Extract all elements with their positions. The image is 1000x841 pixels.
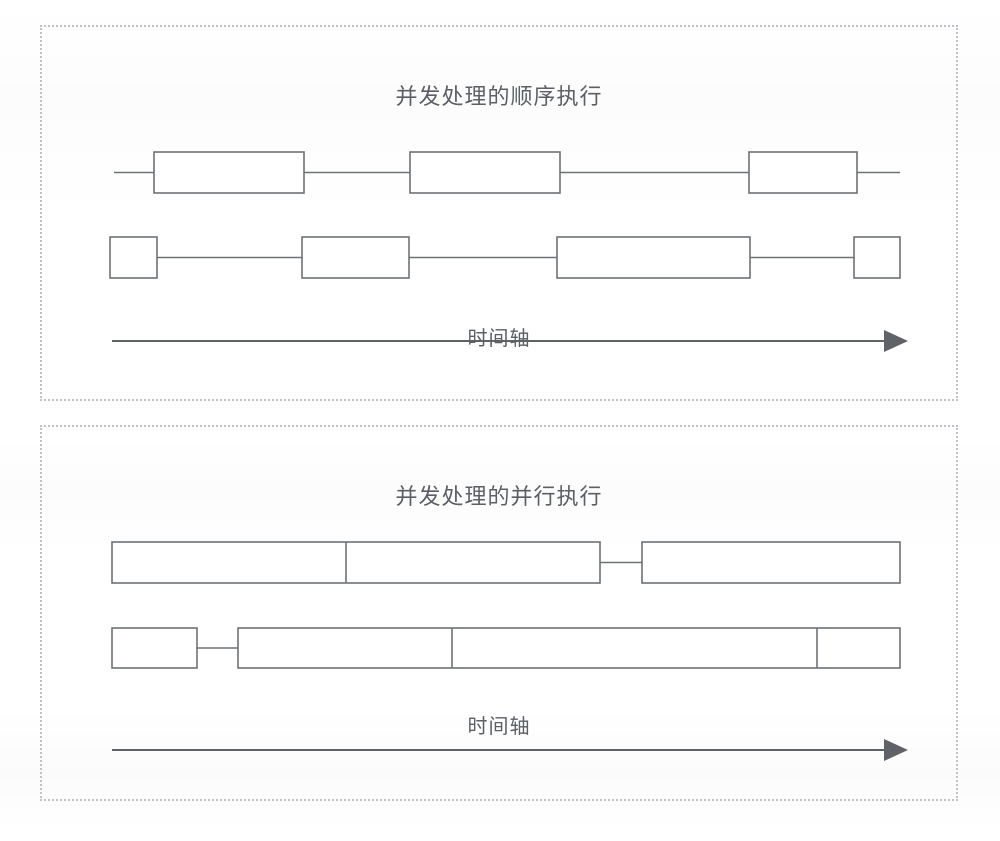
task-group[interactable] [111, 627, 198, 669]
task-box[interactable] [109, 236, 158, 279]
arrow-right-icon [884, 739, 908, 761]
task-box[interactable] [556, 236, 751, 279]
task-box[interactable] [853, 236, 901, 279]
panel-sequential-title: 并发处理的顺序执行 [395, 85, 603, 110]
parallel-axis-label: 时间轴 [467, 714, 531, 738]
task-box[interactable] [153, 151, 305, 194]
parallel-time-axis [112, 739, 908, 761]
parallel-lane-1 [111, 541, 901, 584]
task-group[interactable] [641, 541, 901, 584]
sequential-time-axis [112, 330, 908, 352]
task-box[interactable] [748, 151, 858, 194]
task-box[interactable] [409, 151, 561, 194]
sequential-lane-1 [114, 151, 900, 194]
sequential-lanes-svg [109, 151, 908, 352]
parallel-lanes-svg [111, 541, 908, 761]
sequential-lane-2 [109, 236, 901, 279]
parallel-lane-2 [111, 627, 901, 669]
task-group[interactable] [237, 627, 901, 669]
panel-parallel-execution: 并发处理的并行执行 时间轴 [40, 425, 958, 801]
task-box[interactable] [301, 236, 410, 279]
sequential-axis-label: 时间轴 [467, 326, 531, 350]
arrow-right-icon [884, 330, 908, 352]
panel-sequential-execution: 并发处理的顺序执行 时间轴 [40, 25, 958, 401]
task-group[interactable] [111, 541, 601, 584]
panel-parallel-title: 并发处理的并行执行 [395, 485, 603, 510]
